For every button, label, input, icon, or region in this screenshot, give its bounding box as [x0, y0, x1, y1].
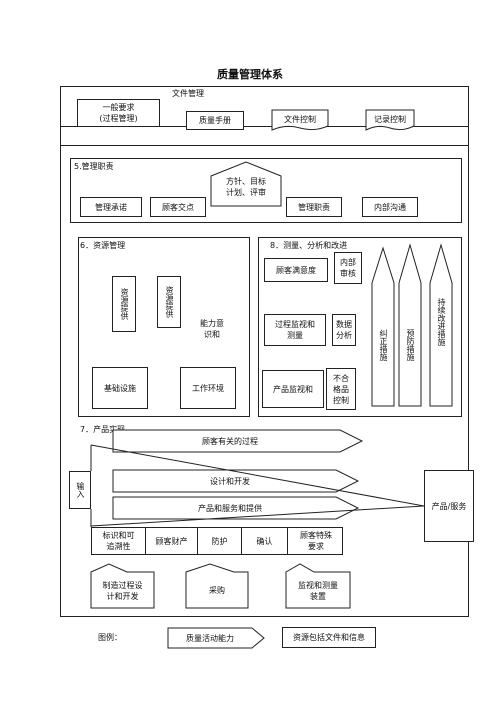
continual-shape: [429, 243, 453, 407]
product-monitoring-text: 产品监视和: [273, 384, 313, 394]
output-box: 产品/服务: [424, 470, 474, 542]
support-cell-validation: 确认: [242, 528, 288, 554]
support-row: 标识和可 追溯性 顾客财产 防护 确认 顾客特殊 要求: [91, 527, 343, 555]
legend-resource-box: 资源包括文件和信息: [282, 627, 376, 648]
mfg-process-shape: [90, 563, 155, 609]
infrastructure-text: 基础设施: [104, 383, 136, 393]
process-monitoring-box: 过程监视和 测量: [264, 314, 326, 346]
mgmt-commitment-box: 管理承诺: [80, 197, 142, 217]
work-environment-text: 工作环境: [192, 383, 224, 393]
nonconforming-text: 不合 格品 控制: [333, 373, 349, 405]
realization-label: 7．产品实现: [80, 425, 126, 434]
preventive-text: 预防措施: [406, 329, 415, 361]
purchasing-shape: [185, 563, 249, 609]
customer-process-arrow: [112, 429, 364, 453]
quality-manual-text: 质量手册: [199, 116, 231, 125]
internal-comm-text: 内部沟通: [374, 202, 406, 212]
mgmt-responsibility-label: 5.管理职责: [74, 162, 114, 171]
doc-control-shape: [271, 109, 329, 131]
monitoring-devices-label-overlay: 监视和测量 装置: [298, 581, 338, 601]
support-cell-customer-property: 顾客财产: [146, 528, 198, 554]
support-cell-preservation-text: 防护: [211, 536, 228, 546]
diagram-title: 质量管理体系: [217, 68, 283, 81]
support-cell-validation-text: 确认: [256, 536, 273, 546]
nonconforming-box: 不合 格品 控制: [326, 368, 356, 410]
mgmt-duties-text: 管理职责: [298, 202, 330, 212]
customer-process-label-overlay: 顾客有关的过程: [202, 437, 258, 446]
doc-mgmt-label: 文件管理: [172, 89, 204, 98]
legend-activity-arrow: [167, 627, 265, 649]
design-dev-label-overlay: 设计和开发: [210, 477, 250, 486]
quality-manual-box: 质量手册: [186, 111, 244, 130]
record-control-shape: [365, 109, 415, 131]
customer-focus-text: 顾客交点: [162, 202, 194, 212]
legend-activity-label-overlay: 质量活动能力: [186, 634, 234, 643]
mgmt-duties-box: 管理职责: [286, 197, 342, 217]
doc-control-label-overlay: 文件控制: [284, 115, 316, 124]
internal-audit-text: 内部 审核: [340, 258, 356, 278]
customer-satisfaction-text: 顾客满意度: [276, 265, 316, 275]
work-environment-box: 工作环境: [180, 367, 236, 409]
competence-text: 能力意 识和: [200, 319, 224, 339]
support-cell-traceability-text: 标识和可 追溯性: [102, 531, 135, 551]
data-analysis-text: 数据 分析: [336, 320, 352, 340]
monitoring-devices-shape: [285, 563, 351, 609]
doc-mgmt-band: [60, 126, 469, 146]
corrective-label: 纠正措施: [372, 290, 394, 400]
general-requirements-box: 一般要求 (过程管理): [77, 99, 160, 127]
output-text: 产品/服务: [431, 501, 467, 511]
support-cell-special-req: 顾客特殊 要求: [288, 528, 344, 554]
preventive-shape: [398, 243, 422, 407]
preventive-label: 预防措施: [399, 290, 421, 400]
measurement-label: 8．测量、分析和改进: [270, 241, 348, 250]
corrective-shape: [371, 246, 395, 407]
customer-satisfaction-box: 顾客满意度: [264, 258, 328, 282]
process-monitoring-text: 过程监视和 测量: [275, 320, 315, 340]
resource-provision-box-1: 资源提供: [112, 276, 136, 332]
input-text: 输入: [76, 482, 85, 498]
mgmt-commitment-text: 管理承诺: [95, 202, 127, 212]
policy-shape: [210, 161, 282, 207]
input-box: 输入: [69, 471, 91, 509]
infrastructure-box: 基础设施: [92, 367, 148, 409]
product-monitoring-box: 产品监视和: [262, 370, 324, 408]
continual-label: 持续改进措施: [430, 282, 452, 362]
corrective-text: 纠正措施: [379, 329, 388, 361]
resource-mgmt-label: 6．资源管理: [80, 241, 126, 250]
support-cell-traceability: 标识和可 追溯性: [92, 528, 146, 554]
support-cell-customer-property-text: 顾客财产: [155, 536, 188, 546]
internal-audit-box: 内部 审核: [334, 252, 362, 284]
production-service-label-overlay: 产品和服务和提供: [198, 504, 262, 513]
policy-label-overlay: 方针、目标 计划、评审: [226, 177, 266, 197]
internal-comm-box: 内部沟通: [362, 197, 418, 217]
purchasing-label-overlay: 采购: [209, 586, 225, 595]
customer-focus-box: 顾客交点: [150, 197, 206, 217]
record-control-label-overlay: 记录控制: [374, 115, 406, 124]
design-dev-arrow: [112, 469, 360, 493]
legend-resource-text: 资源包括文件和信息: [293, 633, 365, 642]
legend-label: 图例：: [98, 633, 122, 642]
support-cell-preservation: 防护: [198, 528, 242, 554]
resource-provision-box-2: 资源提供: [157, 276, 181, 328]
resource-provision-text-1: 资源提供: [120, 288, 129, 320]
general-requirements-text: 一般要求 (过程管理): [99, 103, 138, 123]
resource-provision-text-2: 资源提供: [165, 286, 174, 318]
mfg-process-label-overlay: 制造过程设 计和开发: [102, 581, 143, 601]
continual-text: 持续改进措施: [437, 298, 446, 346]
data-analysis-box: 数据 分析: [332, 314, 356, 346]
support-cell-special-req-text: 顾客特殊 要求: [300, 531, 332, 551]
